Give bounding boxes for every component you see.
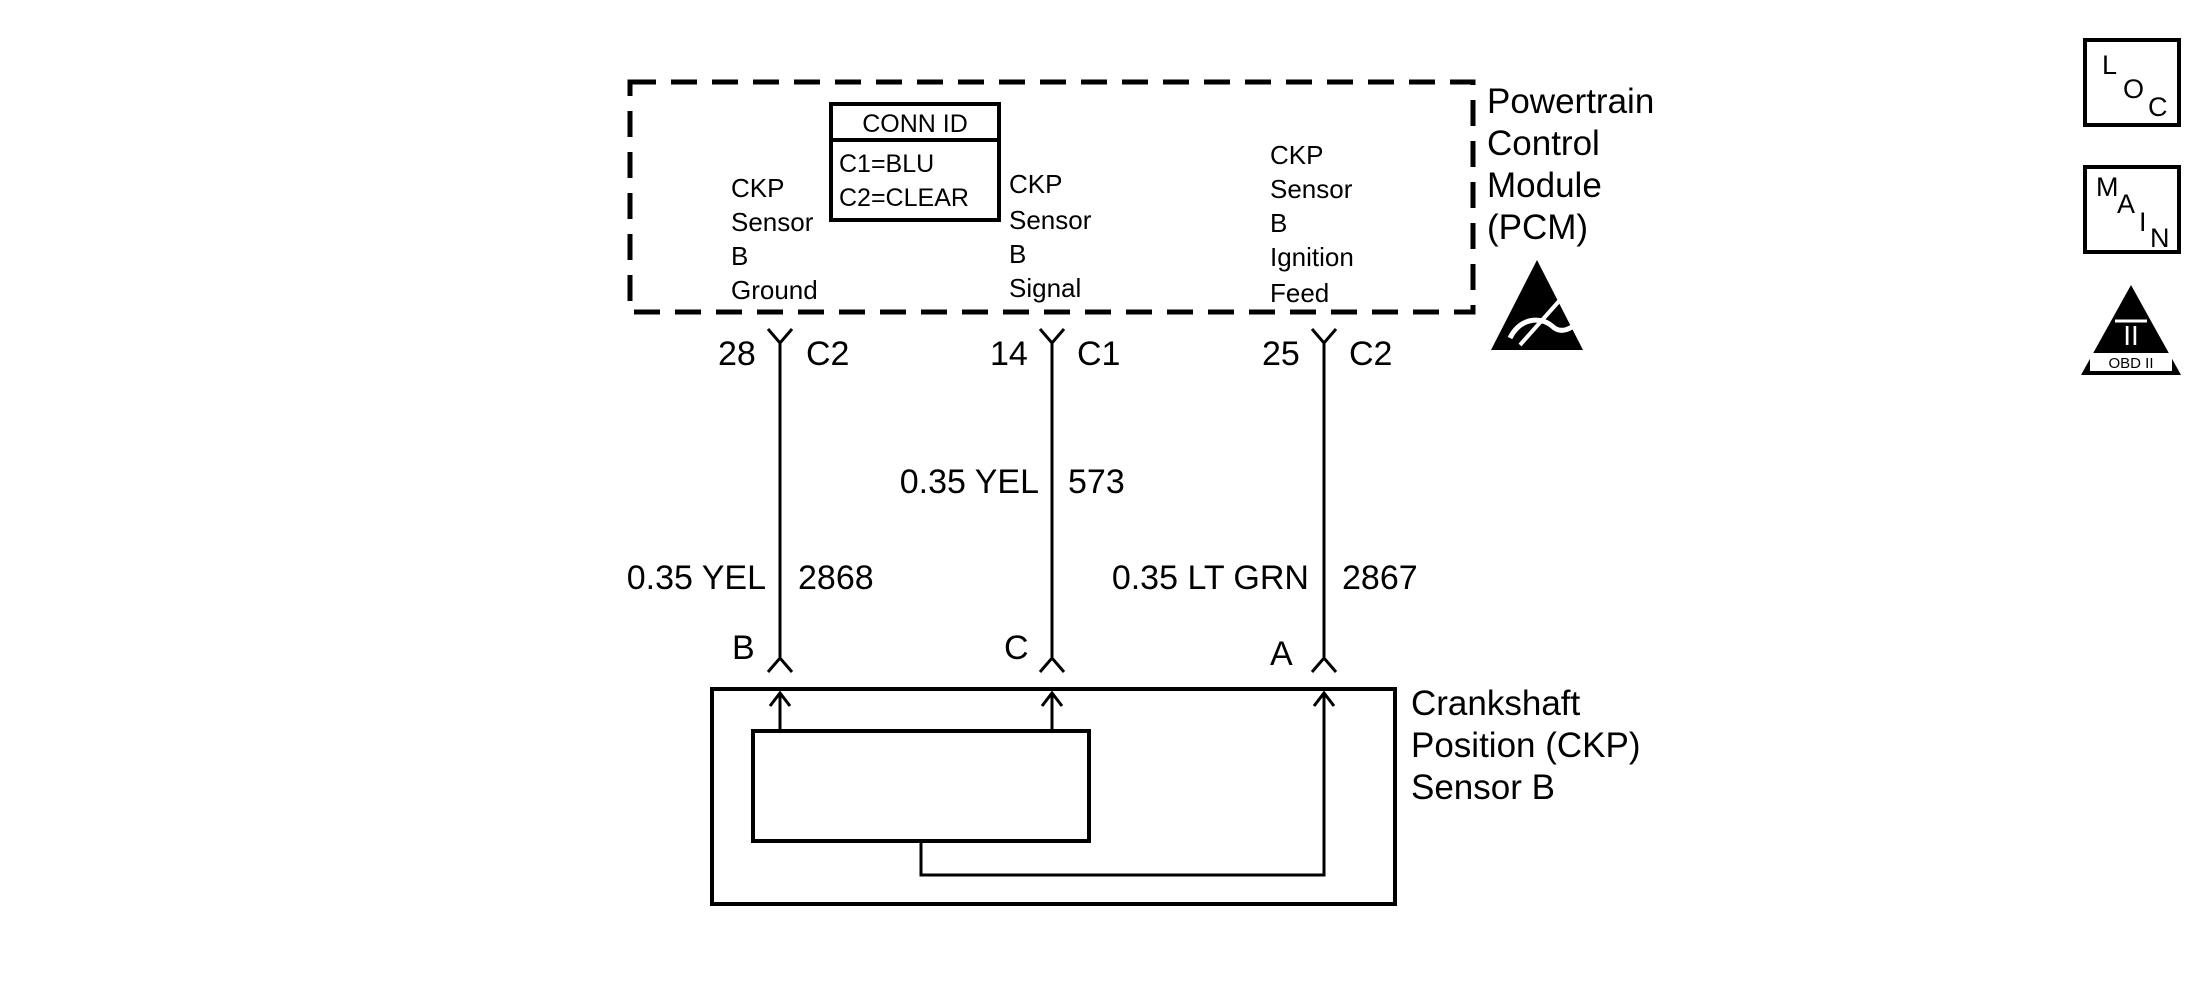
sensor-pin-a: A — [1270, 635, 1293, 673]
svg-text:II: II — [2123, 320, 2139, 351]
conn-id-header: CONN ID — [862, 110, 968, 138]
svg-text:I: I — [2139, 207, 2147, 237]
pcm-pin-25: 25 — [1262, 335, 1300, 373]
pcm-dashed-boundary — [627, 79, 1476, 315]
obd-ii-icon[interactable]: II OBD II — [2081, 285, 2181, 375]
wire-color-ignition-feed: 0.35 LT GRN — [1112, 559, 1309, 597]
wire-color-signal: 0.35 YEL — [900, 463, 1039, 501]
wire-ckp-ground — [766, 328, 794, 673]
svg-text:L: L — [2102, 50, 2117, 80]
conn-id-c2: C2=CLEAR — [839, 184, 969, 212]
sensor-internal-lead-a — [919, 690, 1336, 877]
pcm-connector-c2-ignition: C2 — [1349, 335, 1392, 373]
wire-circuit-573: 573 — [1068, 463, 1125, 501]
ckp-sensor-title: Crankshaft Position (CKP) Sensor B — [1411, 684, 1650, 807]
svg-text:O: O — [2123, 74, 2144, 104]
sensor-internal-lead-c — [1040, 690, 1064, 731]
loc-icon[interactable]: L O C — [2083, 38, 2181, 127]
wire-circuit-2868: 2868 — [798, 559, 874, 597]
ckp-sensor-element — [751, 729, 1091, 843]
conn-id-box: CONN ID C1=BLU C2=CLEAR — [829, 102, 1001, 222]
pcm-connector-c2-ground: C2 — [806, 335, 849, 373]
svg-text:C: C — [2148, 92, 2168, 122]
wire-ckp-signal — [1038, 328, 1066, 673]
sensor-internal-lead-b — [768, 690, 792, 731]
conn-id-c1: C1=BLU — [839, 150, 934, 178]
svg-text:M: M — [2096, 172, 2119, 202]
svg-text:A: A — [2117, 189, 2135, 219]
sensor-pin-c: C — [1004, 629, 1029, 667]
terminal-label-ground: CKP Sensor B Ground — [731, 173, 821, 305]
wire-circuit-2867: 2867 — [1342, 559, 1418, 597]
sensor-pin-b: B — [732, 629, 755, 667]
wire-color-ground: 0.35 YEL — [627, 559, 766, 597]
terminal-label-signal: CKP Sensor B Signal — [1009, 169, 1099, 303]
svg-text:OBD II: OBD II — [2108, 355, 2153, 372]
wire-ckp-ignition-feed — [1310, 328, 1338, 673]
terminal-label-ignition-feed: CKP Sensor B Ignition Feed — [1270, 140, 1361, 308]
svg-text:N: N — [2150, 223, 2170, 253]
esd-sensitive-icon — [1491, 260, 1583, 350]
ckp-sensor-b-housing — [710, 687, 1397, 906]
pcm-connector-c1-signal: C1 — [1077, 335, 1120, 373]
pcm-pin-14: 14 — [990, 335, 1028, 373]
pcm-pin-28: 28 — [718, 335, 756, 373]
pcm-title: Powertrain Control Module (PCM) — [1487, 82, 1664, 247]
main-icon[interactable]: M A I N — [2083, 165, 2181, 254]
